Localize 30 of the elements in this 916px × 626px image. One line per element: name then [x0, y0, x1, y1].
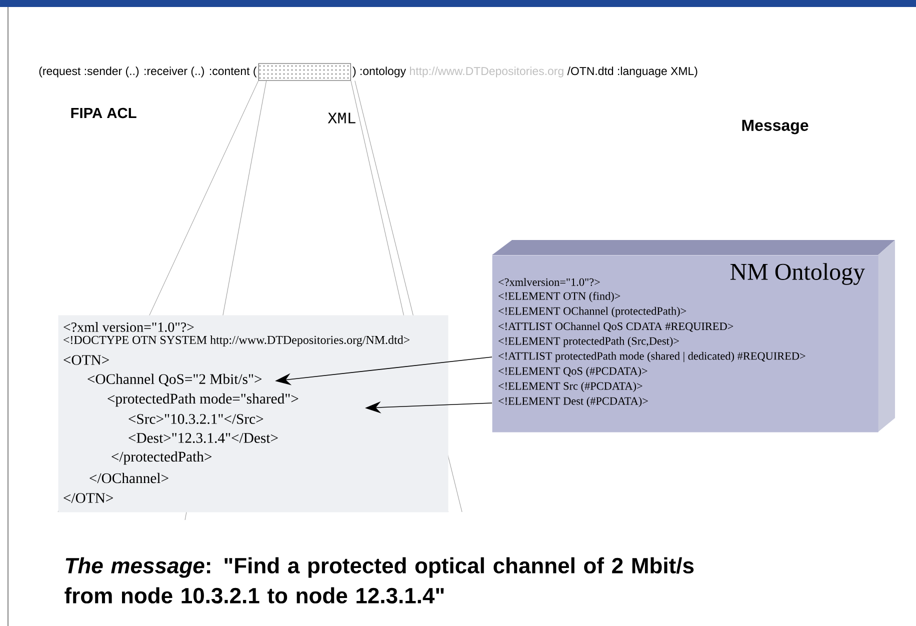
code-line: <!ATTLIST OChannel QoS CDATA #REQUIRED>: [498, 322, 734, 332]
code-line: <!DOCTYPE OTN SYSTEM http://www.DTDepositories.org/NM.dtd>: [64, 336, 410, 346]
code-line: <OTN>: [64, 355, 109, 365]
code-line: </OChannel>: [90, 472, 168, 484]
heading-label: FIPA ACL: [71, 108, 136, 118]
code-line: <Dest>"12.3.1.4"</Dest>: [128, 433, 278, 443]
code-line: <?xmlversion="1.0"?>: [498, 278, 600, 286]
acl-text: (request :sender (..) :receiver (..) :content (: [39, 66, 257, 78]
format-label: XML: [328, 112, 356, 124]
code-line: <?xml version="1.0"?>: [64, 322, 194, 332]
heading-label: Message: [742, 120, 808, 134]
ontology-box: [492, 240, 895, 432]
code-line: <!ELEMENT protectedPath (Src,Dest)>: [498, 336, 679, 348]
acl-text: /OTN.dtd :language XML): [567, 66, 698, 78]
code-line: <Src>"10.3.2.1"</Src>: [128, 414, 264, 424]
code-line: </OTN>: [64, 493, 113, 503]
code-line: <!ELEMENT QoS (#PCDATA)>: [498, 366, 648, 378]
code-line: <OChannel QoS="2 Mbit/s">: [88, 374, 262, 386]
code-line: <!ELEMENT OChannel (protectedPath)>: [498, 306, 686, 318]
code-line: <protectedPath mode="shared">: [108, 393, 298, 407]
acl-text: http://www.DTDepositories.org: [410, 66, 564, 78]
code-line: </protectedPath>: [112, 451, 212, 465]
code-line: <!ELEMENT OTN (find)>: [498, 292, 620, 302]
xml-panel: [58, 315, 448, 512]
code-line: <!ELEMENT Dest (#PCDATA)>: [498, 396, 648, 408]
code-line: <!ATTLIST protectedPath mode (shared | dedicated) #REQUIRED>: [498, 352, 806, 362]
code-line: <!ELEMENT Src (#PCDATA)>: [498, 382, 642, 392]
acl-text: ) :ontology: [352, 66, 406, 78]
box-title: NM Ontology: [730, 263, 865, 285]
caption: The message: "Find a protected optical channel of 2 Mbit/s from node 10.3.2.1 to node 12.3.1.4": [64, 557, 694, 604]
